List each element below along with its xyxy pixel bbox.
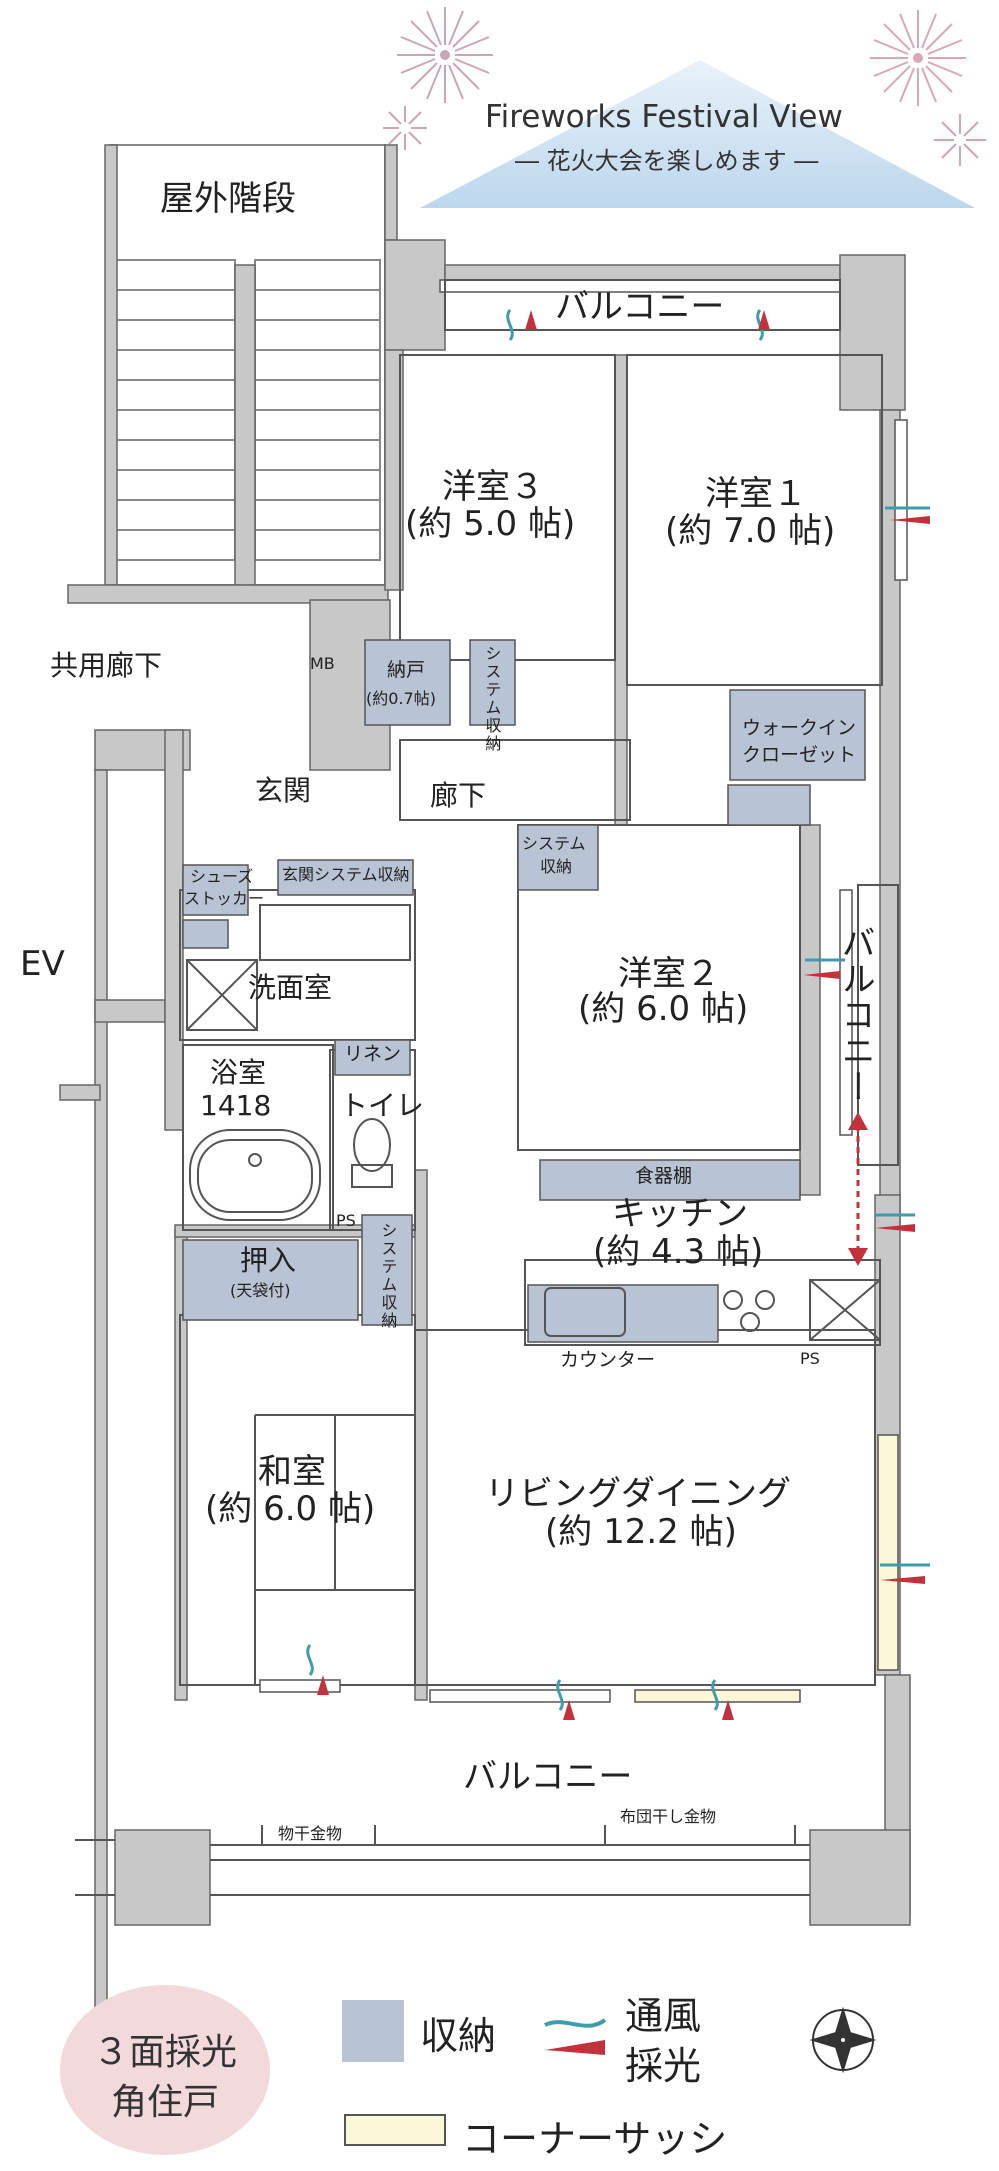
ps-label-2: PS (800, 1349, 820, 1368)
western2-size: (約 6.0 帖) (578, 989, 749, 1029)
header-title: Fireworks Festival View (485, 99, 843, 135)
shoes-stocker-line1: シューズ (190, 867, 254, 886)
shared-corridor-label: 共用廊下 (50, 649, 163, 682)
entrance-label: 玄関 (255, 774, 312, 807)
system-storage-b-line2: 収納 (540, 857, 573, 876)
western2-name: 洋室２ (618, 954, 720, 994)
ventilation-markers (306, 309, 930, 1711)
bathtub-drawing (189, 1129, 321, 1221)
compass-icon (809, 2006, 877, 2074)
western3-name: 洋室３ (442, 467, 544, 507)
bath-line2: 1418 (200, 1089, 272, 1122)
legend-corner-sash-label: コーナーサッシ (462, 2117, 728, 2161)
washitsu-size: (約 6.0 帖) (205, 1489, 376, 1529)
linen-label: リネン (344, 1043, 402, 1065)
header-subtitle: ― 花火大会を楽しめます ― (515, 147, 819, 175)
legend-ventilation-icon (544, 2018, 607, 2028)
toilet-drawing (351, 1118, 393, 1188)
header-sky-banner (420, 60, 975, 208)
western1-name: 洋室１ (705, 474, 807, 514)
airflow-arrow (848, 1112, 868, 1266)
washitsu-name: 和室 (258, 1452, 326, 1492)
hallway-label: 廊下 (430, 779, 487, 812)
entrance-storage-label: 玄関システム収納 (282, 865, 410, 884)
mb-label: MB (310, 654, 335, 673)
oshiire-line1: 押入 (240, 1244, 297, 1277)
lighting-markers (317, 310, 930, 1720)
laundry-hanger-label: 物干金物 (278, 1824, 343, 1843)
washroom-label: 洗面室 (248, 971, 333, 1004)
kitchen-size: (約 4.3 帖) (593, 1232, 764, 1272)
storage-areas (182, 639, 866, 1343)
corner-unit-badge: ３面採光 角住戸 (60, 1985, 270, 2155)
outdoor-stairs-label: 屋外階段 (160, 179, 296, 219)
legend-corner-sash-swatch (344, 2114, 446, 2146)
cupboard-label: 食器棚 (635, 1165, 693, 1187)
counter-label: カウンター (560, 1349, 656, 1371)
washroom-fixtures (186, 904, 881, 1341)
ps-label-1: PS (336, 1211, 356, 1230)
living-size: (約 12.2 帖) (545, 1512, 737, 1552)
system-storage-c: システム収納 (378, 1222, 398, 1330)
western3-size: (約 5.0 帖) (405, 504, 576, 544)
balcony-rails (75, 279, 899, 1896)
oshiire-line2: (天袋付) (230, 1281, 291, 1300)
badge-line2: 角住戸 (110, 2082, 219, 2123)
fireworks-graphic (383, 7, 986, 166)
legend-lighting-label: 採光 (625, 2044, 702, 2088)
legend-storage-label: 収納 (420, 2014, 497, 2058)
balcony-right-label: バルコニー (835, 925, 876, 1105)
system-storage-b-line1: システム (522, 834, 586, 853)
windows (259, 279, 908, 1703)
toilet-label: トイレ (340, 1089, 425, 1122)
balcony-top-label: バルコニー (555, 287, 725, 327)
bath-line1: 浴室 (210, 1056, 267, 1089)
legend-storage-swatch (342, 2000, 404, 2062)
kitchen-name: キッチン (612, 1194, 748, 1234)
futon-hanger-label: 布団干し金物 (620, 1807, 717, 1826)
system-storage-a: システム収納 (482, 645, 502, 753)
western1-size: (約 7.0 帖) (665, 511, 836, 551)
kitchen-fixtures (544, 1287, 775, 1337)
walk-in-closet-line1: ウォークイン (742, 717, 857, 739)
walls (59, 144, 911, 2101)
balcony-bottom-label: バルコニー (463, 1757, 633, 1797)
storage-size: (約0.7帖) (366, 689, 436, 708)
living-name: リビングダイニング (485, 1474, 791, 1514)
corner-sash (634, 1434, 899, 1703)
legend-lighting-icon (545, 2040, 605, 2055)
walk-in-closet-line2: クローゼット (742, 744, 857, 766)
shoes-stocker-line2: ストッカー (184, 889, 265, 908)
badge-line1: ３面採光 (92, 2032, 237, 2073)
storage-name: 納戸 (387, 659, 426, 681)
legend-ventilation-label: 通風 (625, 1994, 702, 2038)
ev-label: EV (20, 944, 65, 984)
